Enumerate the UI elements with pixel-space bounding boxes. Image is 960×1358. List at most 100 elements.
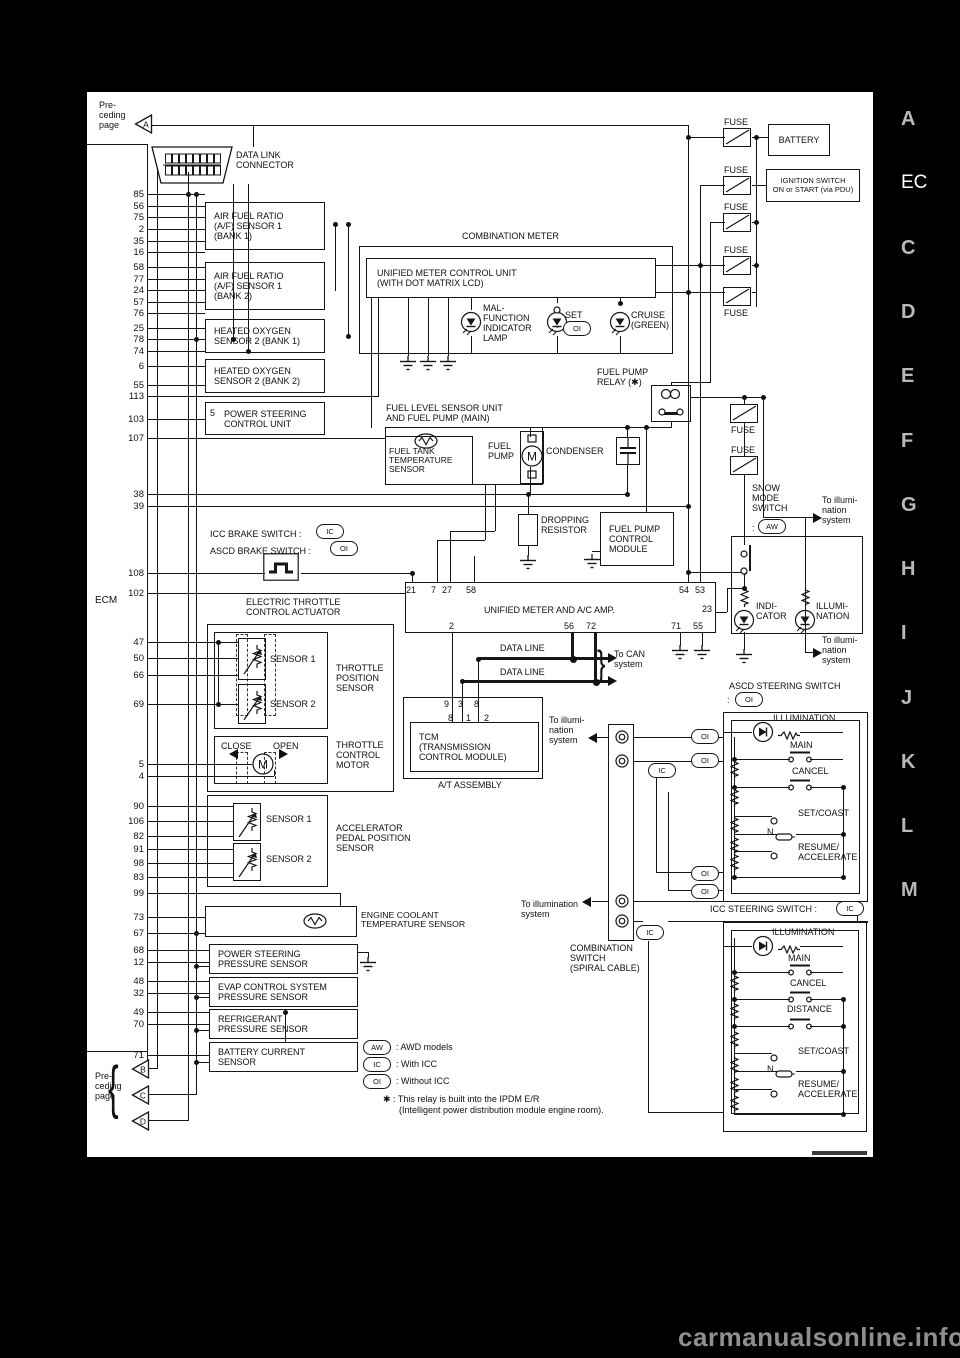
wire	[688, 137, 725, 139]
wire	[495, 485, 497, 531]
ecm-pin-35: 35	[133, 236, 144, 247]
ecm-pin-58: 58	[133, 262, 144, 273]
wire	[796, 834, 843, 836]
combination-meter	[359, 246, 673, 354]
ecm-pin-wire	[147, 776, 248, 778]
wire	[248, 184, 250, 352]
evap-pressure-sensor-label: EVAP CONTROL SYSTEM PRESSURE SENSOR	[218, 982, 327, 1002]
ascd-cancel: CANCEL	[792, 766, 829, 776]
junction-dot	[731, 874, 737, 880]
ecm-pin-103: 103	[128, 414, 144, 425]
wire	[285, 1012, 287, 1042]
fuse-label: FUSE	[724, 308, 749, 318]
to-illum-tcm: To illumi- nation system	[549, 715, 585, 745]
preceding-brace: {	[108, 1055, 119, 1120]
fuel-pump-label: FUEL PUMP	[488, 441, 515, 461]
app-sensor1-label: SENSOR 1	[266, 814, 312, 824]
push-switch-icon	[787, 963, 813, 981]
contact-point-icon	[740, 562, 748, 580]
wire	[700, 185, 702, 583]
wire	[734, 1053, 772, 1055]
ascd-illumination: ILLUMINATION	[773, 713, 836, 723]
fuse-icon	[732, 457, 757, 473]
svg-text:D: D	[140, 1117, 146, 1127]
ground-icon	[418, 356, 438, 377]
wire	[668, 890, 691, 892]
illumination-diode-icon	[750, 719, 776, 750]
wire	[147, 144, 149, 1078]
tag-oval-aw: AW	[758, 519, 786, 534]
ascd-brake-label: ASCD BRAKE SWITCH :	[210, 546, 312, 556]
fuse-label: FUSE	[731, 445, 756, 455]
wire	[358, 952, 368, 954]
ps-pressure-sensor-label: POWER STEERING PRESSURE SENSOR	[218, 949, 309, 969]
wire	[734, 834, 778, 836]
electric-throttle-label: ELECTRIC THROTTLE CONTROL ACTUATOR	[246, 597, 341, 617]
svg-text:M: M	[527, 450, 537, 464]
snow-mode-box	[731, 536, 863, 634]
wire	[810, 759, 843, 761]
app-sensor2-box	[233, 843, 261, 881]
side-index-A: A	[901, 108, 916, 130]
junction-dot	[697, 262, 703, 268]
ground-icon	[358, 957, 378, 978]
contact-point-icon	[770, 1049, 778, 1067]
junction-dot	[193, 336, 199, 342]
af-sensor1-bank2-label: AIR FUEL RATIO (A/F) SENSOR 1 (BANK 2)	[214, 271, 284, 301]
illumination-lamp-label: ILLUMI- NATION	[816, 601, 850, 621]
ecm-pin-98: 98	[133, 858, 144, 869]
ecm-pin-wire	[147, 1055, 209, 1057]
wire	[763, 517, 805, 519]
wire	[691, 397, 763, 399]
junction-dot	[345, 221, 351, 227]
junction-dot	[193, 930, 199, 936]
wire	[557, 336, 559, 354]
unified-meter-control-unit: UNIFIED METER CONTROL UNIT (WITH DOT MAT…	[366, 258, 656, 298]
fuel-pump-control-module: FUEL PUMP CONTROL MODULE	[600, 512, 674, 566]
wire	[805, 517, 807, 652]
wire	[661, 412, 679, 415]
ecm-pin-74: 74	[133, 346, 144, 357]
icc-main: MAIN	[788, 953, 811, 963]
doc-code-clipped	[812, 1151, 867, 1155]
junction-dot	[840, 1068, 846, 1074]
spiral-cable-contact-icon	[614, 913, 630, 934]
svg-text:M: M	[258, 758, 268, 772]
engine-coolant-label: ENGINE COOLANT TEMPERATURE SENSOR	[361, 910, 466, 930]
wire	[734, 1026, 790, 1028]
ecm-pin-wire	[147, 950, 209, 952]
ground-icon	[518, 555, 538, 576]
wire	[87, 144, 148, 146]
icc-set-coast: SET/COAST	[798, 1046, 850, 1056]
wire	[734, 1089, 772, 1091]
amp-pin54: 54	[679, 585, 690, 595]
watermark: carmanualsonline.info	[678, 1322, 960, 1352]
svg-text:C: C	[140, 1091, 146, 1101]
resistor-icon	[729, 1002, 740, 1026]
fuse-box	[723, 256, 751, 275]
arrow-right-icon	[813, 648, 822, 658]
wire	[627, 427, 629, 437]
tag-oval-ic: IC	[836, 901, 864, 916]
app-label: ACCELERATOR PEDAL POSITION SENSOR	[336, 823, 411, 853]
wire	[450, 531, 495, 533]
thermistor-icon	[414, 433, 438, 454]
resistor-icon	[729, 788, 740, 812]
ecm-pin-wire	[147, 241, 205, 243]
wire	[727, 588, 729, 612]
ecm-pin-69: 69	[133, 699, 144, 710]
ignition-switch-label: IGNITION SWITCH ON or START (via PDU)	[772, 175, 854, 194]
junction-dot	[731, 784, 737, 790]
wire	[448, 297, 450, 356]
ecm-pin-wire	[147, 438, 385, 440]
ho2s2-bank2-label: HEATED OXYGEN SENSOR 2 (BANK 2)	[214, 366, 301, 386]
junction-dot	[840, 1023, 846, 1029]
indicator-lamp-icon	[607, 310, 633, 343]
app-sensor1-box	[233, 803, 261, 841]
ecm-pin-83: 83	[133, 872, 144, 883]
junction-dot	[685, 569, 691, 575]
wire	[752, 137, 768, 139]
wire	[530, 427, 672, 429]
fuse-icon	[725, 129, 750, 145]
